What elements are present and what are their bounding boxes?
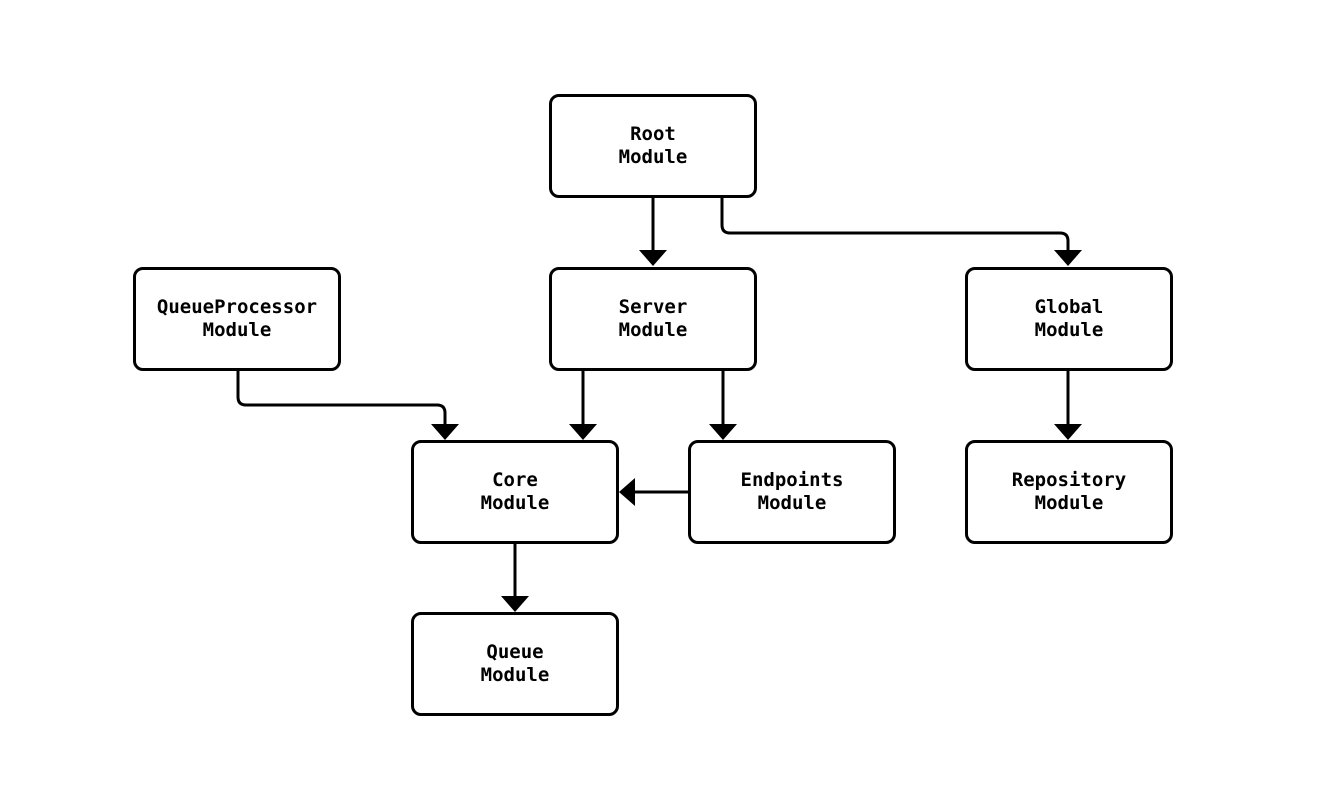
edge-global-repository xyxy=(1054,371,1082,440)
arrowhead-down-icon xyxy=(709,424,737,440)
edge-core-queue xyxy=(501,544,529,612)
edge-queueprocessor-core xyxy=(236,371,459,440)
arrowhead-left-icon xyxy=(619,478,635,506)
edge-root-server xyxy=(639,198,667,266)
arrowhead-down-icon xyxy=(1054,424,1082,440)
arrowhead-down-icon xyxy=(569,424,597,440)
arrowhead-down-icon xyxy=(639,250,667,266)
node-core-module-label: Core Module xyxy=(480,469,550,514)
node-queue-module: Queue Module xyxy=(411,612,619,716)
node-queueprocessor-module: QueueProcessor Module xyxy=(133,267,341,371)
edge-server-endpoints xyxy=(709,371,737,440)
edge-root-global xyxy=(720,198,1082,266)
node-endpoints-module-label: Endpoints Module xyxy=(740,469,844,514)
node-server-module: Server Module xyxy=(549,267,757,371)
node-server-module-label: Server Module xyxy=(618,296,688,341)
edge-server-core xyxy=(569,371,597,440)
arrowhead-down-icon xyxy=(501,596,529,612)
node-repository-module: Repository Module xyxy=(965,440,1173,544)
node-queueprocessor-module-label: QueueProcessor Module xyxy=(156,296,318,341)
node-queue-module-label: Queue Module xyxy=(480,641,550,686)
node-root-module: Root Module xyxy=(549,94,757,198)
edge-endpoints-core xyxy=(619,478,688,506)
arrowhead-down-icon xyxy=(431,424,459,440)
node-core-module: Core Module xyxy=(411,440,619,544)
node-endpoints-module: Endpoints Module xyxy=(688,440,896,544)
node-global-module: Global Module xyxy=(965,267,1173,371)
node-repository-module-label: Repository Module xyxy=(1011,469,1127,514)
arrowhead-down-icon xyxy=(1054,250,1082,266)
node-global-module-label: Global Module xyxy=(1034,296,1104,341)
node-root-module-label: Root Module xyxy=(618,123,688,168)
